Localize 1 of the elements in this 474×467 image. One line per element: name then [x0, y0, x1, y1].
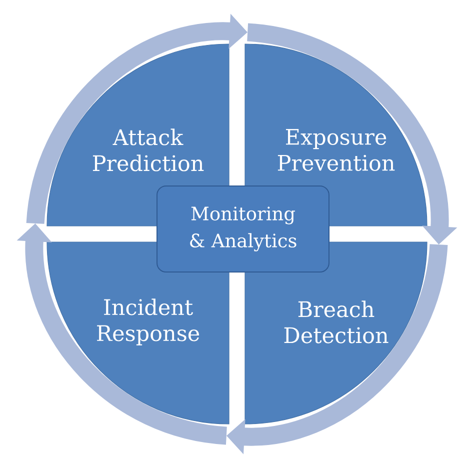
- center-box: Monitoring & Analytics: [156, 186, 330, 272]
